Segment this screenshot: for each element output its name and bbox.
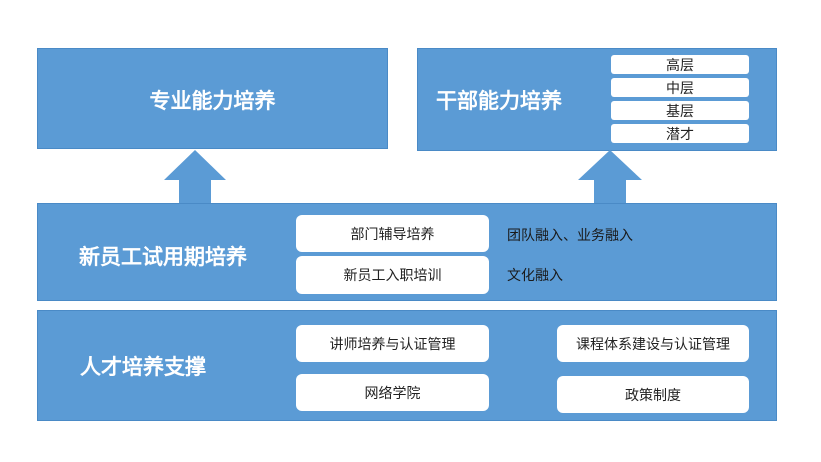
curriculum-cert-pill: 课程体系建设与认证管理	[557, 325, 749, 362]
new-employee-probation-block: 新员工试用期培养 部门辅导培养 新员工入职培训 团队融入、业务融入 文化融入	[37, 203, 777, 301]
cadre-ability-block: 干部能力培养 高层 中层 基层 潜才	[417, 48, 777, 151]
up-arrow-icon	[164, 150, 226, 204]
professional-ability-title: 专业能力培养	[149, 89, 276, 113]
team-business-integration-note: 团队融入、业务融入	[507, 228, 633, 244]
cadre-ability-title: 干部能力培养	[436, 89, 562, 113]
level-basic: 基层	[611, 101, 749, 120]
level-potential: 潜才	[611, 124, 749, 143]
talent-support-block: 人才培养支撑 讲师培养与认证管理 课程体系建设与认证管理 网络学院 政策制度	[37, 310, 777, 421]
new-employee-probation-title: 新员工试用期培养	[79, 245, 247, 269]
talent-support-title: 人才培养支撑	[80, 355, 206, 379]
professional-ability-block: 专业能力培养	[37, 48, 388, 149]
culture-integration-note: 文化融入	[507, 268, 563, 284]
online-academy-pill: 网络学院	[296, 374, 489, 411]
dept-mentoring-pill: 部门辅导培养	[296, 215, 489, 252]
instructor-cert-pill: 讲师培养与认证管理	[296, 325, 489, 362]
onboarding-training-pill: 新员工入职培训	[296, 256, 489, 294]
up-arrow-icon	[578, 150, 642, 204]
policy-system-pill: 政策制度	[557, 376, 749, 413]
level-middle: 中层	[611, 78, 749, 97]
level-senior: 高层	[611, 55, 749, 74]
